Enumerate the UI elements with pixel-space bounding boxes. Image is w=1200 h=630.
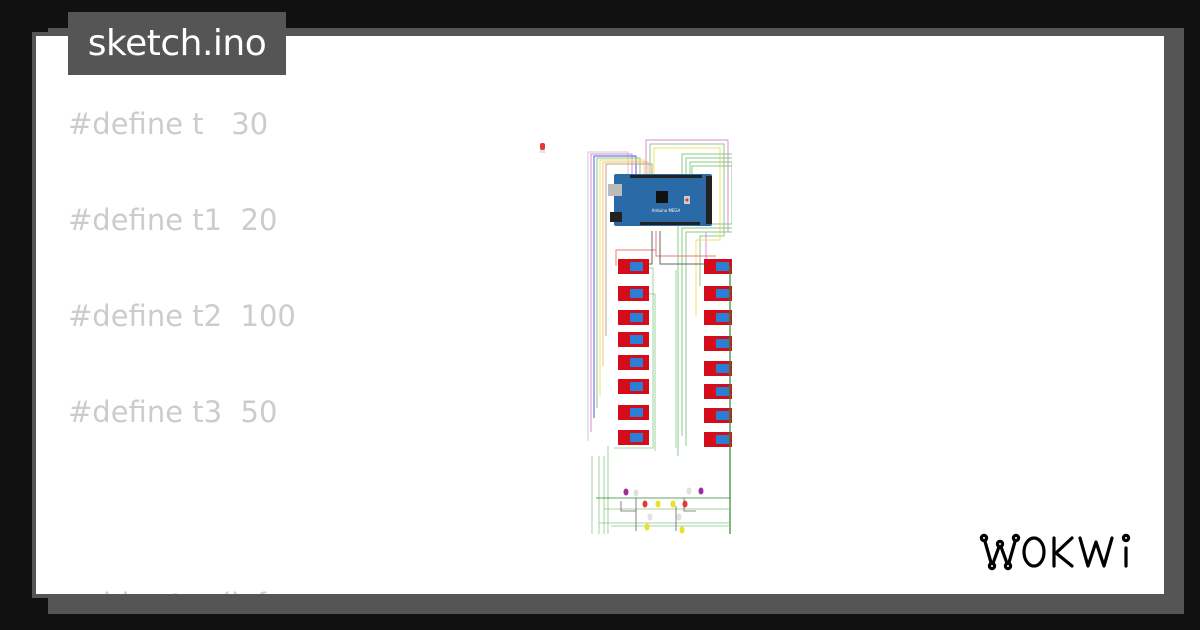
file-title-tab: sketch.ino <box>68 12 286 75</box>
code-line: #define t1 20 <box>68 203 278 237</box>
code-line: #define t2 100 <box>68 299 296 333</box>
circuit-diagram: Arduino MEGA <box>540 139 732 534</box>
code-line: #define t 30 <box>68 107 269 141</box>
preview-canvas: #define t 30 #define t1 20 #define t2 10… <box>36 36 1164 594</box>
relay-column-left <box>618 259 649 445</box>
led-cluster <box>623 487 704 534</box>
code-line: void setup() { <box>68 584 270 594</box>
arduino-mega-board: Arduino MEGA <box>608 174 712 226</box>
preview-card: #define t 30 #define t1 20 #define t2 10… <box>32 32 1168 598</box>
board-label: Arduino MEGA <box>652 208 681 213</box>
wokwi-logo <box>979 533 1131 571</box>
code-preview: #define t 30 #define t1 20 #define t2 10… <box>68 104 296 594</box>
code-line: #define t3 50 <box>68 395 278 429</box>
led-icon <box>540 143 545 153</box>
relay-column-right <box>704 259 732 447</box>
